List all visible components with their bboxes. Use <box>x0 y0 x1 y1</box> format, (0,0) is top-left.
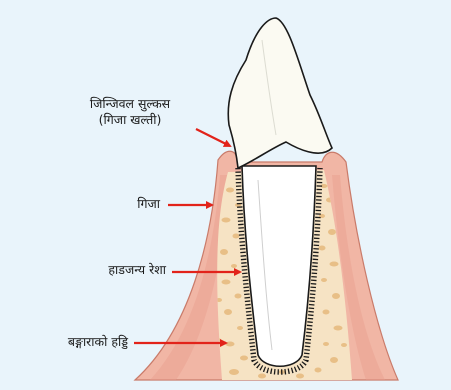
label-gingival-sulcus: जिन्जिवल सुल्कस (गिजा खल्ती) <box>70 96 190 129</box>
sulcus-arrow <box>196 129 230 146</box>
label-gingival-sulcus-text: जिन्जिवल सुल्कस <box>70 96 190 112</box>
label-gingival-sulcus-alt: (गिजा खल्ती) <box>70 112 190 128</box>
label-periodontal-fibres: हाडजन्य रेशा <box>60 262 166 278</box>
tooth-crown <box>228 18 332 168</box>
label-gum: गिजा <box>90 196 160 212</box>
label-alveolar-bone: बङ्गाराको हड्डि <box>10 334 128 350</box>
